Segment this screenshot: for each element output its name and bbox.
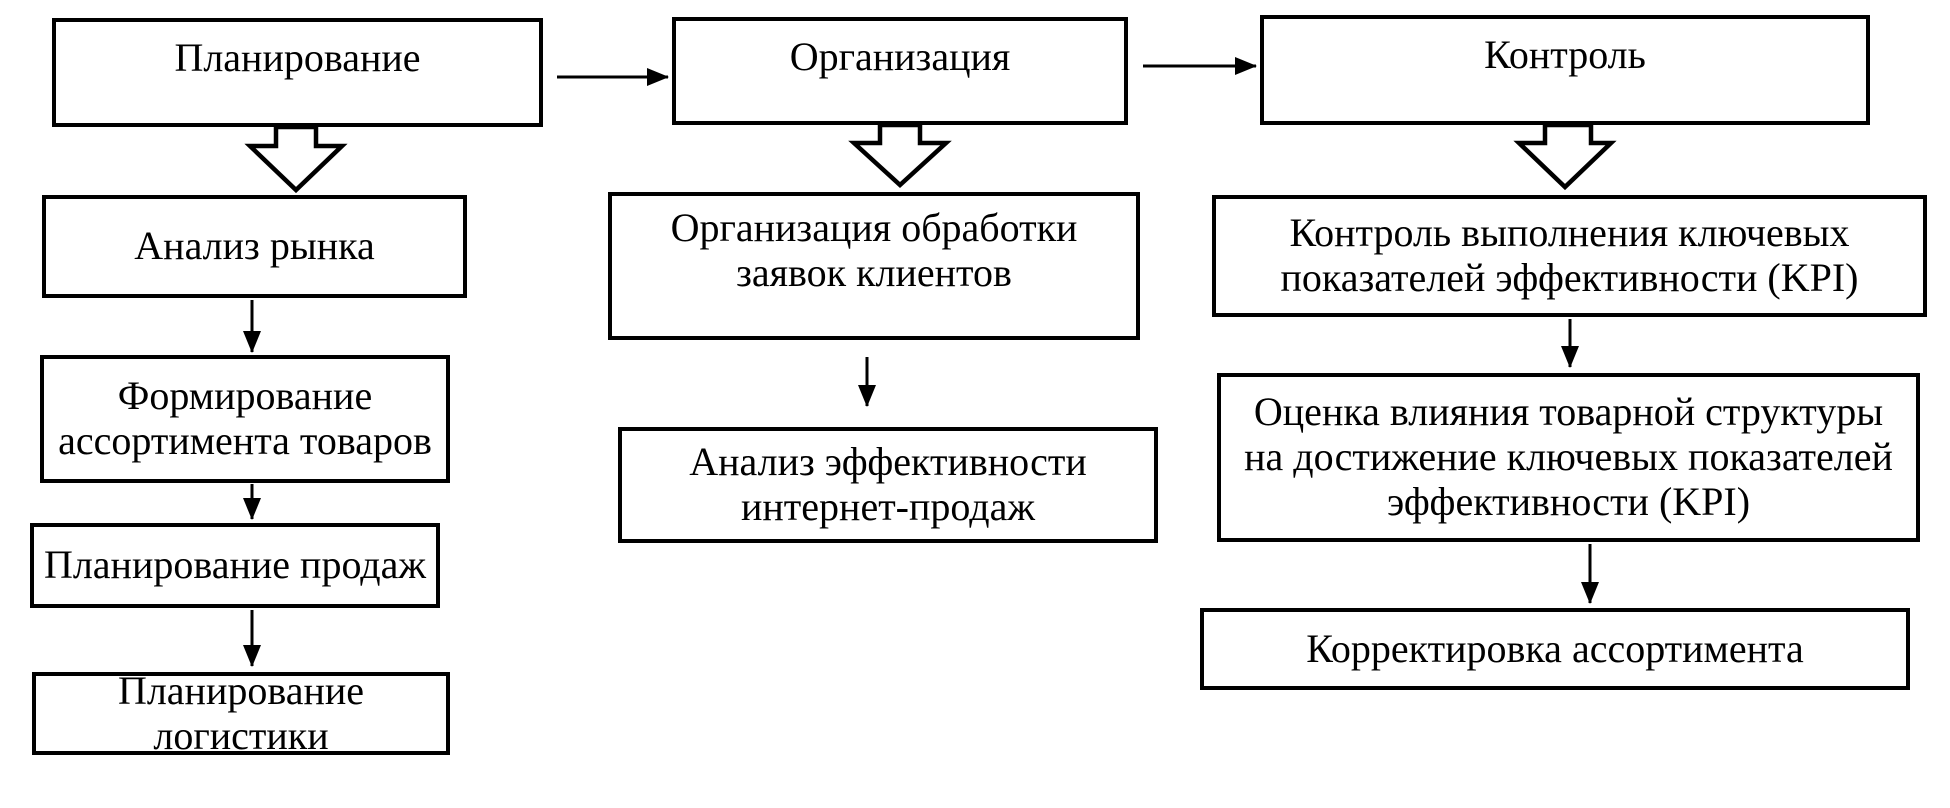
step-box-client-requests-processing: Организация обработки заявок клиентов bbox=[608, 192, 1140, 340]
down-block-arrow-organization bbox=[848, 122, 952, 189]
step-box-structure-impact-assessment: Оценка влияния товарной структуры на дос… bbox=[1217, 373, 1920, 542]
stage-box-planning: Планирование bbox=[52, 18, 543, 127]
stage-box-control: Контроль bbox=[1260, 15, 1870, 125]
down-block-arrow-planning bbox=[244, 124, 348, 194]
stage-box-organization: Организация bbox=[672, 17, 1128, 125]
step-box-online-sales-analysis: Анализ эффективности интернет-продаж bbox=[618, 427, 1158, 543]
step-box-assortment-formation: Формирование ассортимента товаров bbox=[40, 355, 450, 483]
step-box-assortment-adjustment: Корректировка ассортимента bbox=[1200, 608, 1910, 690]
down-block-arrow-control bbox=[1513, 122, 1617, 191]
step-box-sales-planning: Планирование продаж bbox=[30, 523, 440, 608]
step-box-market-analysis: Анализ рынка bbox=[42, 195, 467, 298]
step-box-kpi-monitoring: Контроль выполнения ключевых показателей… bbox=[1212, 195, 1927, 317]
step-box-logistics-planning: Планирование логистики bbox=[32, 668, 450, 757]
